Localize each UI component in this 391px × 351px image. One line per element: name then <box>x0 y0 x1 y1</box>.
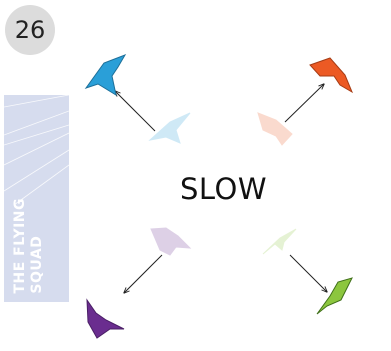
kite-icon-bottom-left <box>86 298 125 339</box>
arrow-bottom-right <box>289 254 327 292</box>
side-banner: THE FLYING SQUAD <box>4 95 69 302</box>
speed-label: SLOW <box>180 172 268 206</box>
kite-icon-top-right-start <box>257 112 293 146</box>
arrow-bottom-left <box>124 254 163 293</box>
page-number: 26 <box>14 16 46 44</box>
arrow-top-right <box>284 84 324 123</box>
page-number-badge: 26 <box>5 5 55 55</box>
kite-icon-bottom-left-start <box>150 227 192 256</box>
arrow-top-left <box>115 91 156 132</box>
banner-streaks <box>4 95 69 206</box>
kite-icon-top-left <box>84 54 127 97</box>
kite-icon-bottom-right <box>316 277 353 315</box>
kite-icon-top-left-start <box>148 112 191 144</box>
kite-icon-bottom-right-start <box>262 228 297 255</box>
kite-icon-top-right <box>309 57 354 94</box>
